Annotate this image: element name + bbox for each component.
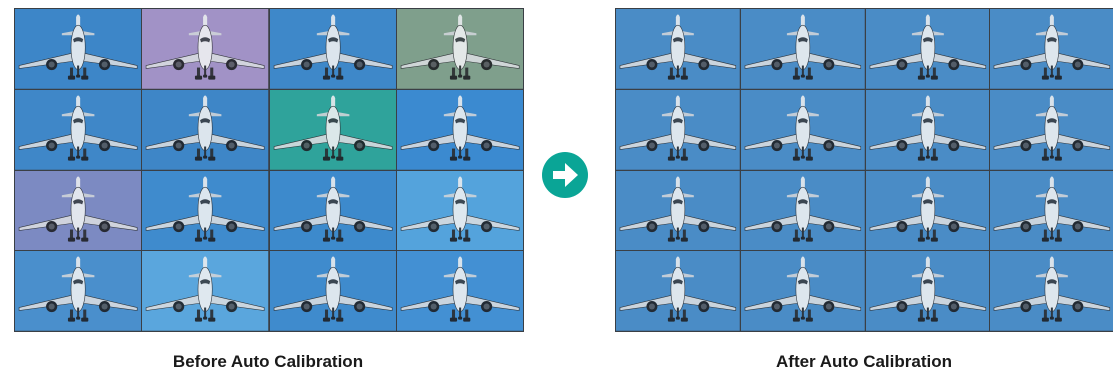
before-wall-tile (269, 9, 396, 89)
after-wall-tile (740, 251, 865, 331)
before-wall-tile (142, 9, 269, 89)
airplane-image (990, 251, 1113, 331)
airplane-image (396, 251, 523, 331)
before-wall-tile (142, 89, 269, 170)
before-video-wall (14, 8, 524, 332)
after-wall-tile (616, 9, 740, 89)
after-wall-tile (865, 9, 990, 89)
airplane-image (15, 170, 142, 251)
after-wall-tile (740, 170, 865, 251)
airplane-image (865, 251, 990, 331)
airplane-image (142, 9, 269, 89)
after-wall-tile (990, 251, 1113, 331)
before-wall-tile (269, 251, 396, 331)
before-caption: Before Auto Calibration (172, 352, 364, 371)
airplane-image (740, 251, 865, 331)
airplane-image (990, 9, 1113, 89)
after-wall-tile (740, 9, 865, 89)
airplane-image (865, 89, 990, 170)
after-wall-tile (740, 89, 865, 170)
airplane-image (396, 170, 523, 251)
after-wall-tile (990, 170, 1113, 251)
after-wall-tile (865, 170, 990, 251)
before-wall-tile (15, 89, 142, 170)
after-wall-tile (990, 9, 1113, 89)
before-wall-tile (142, 170, 269, 251)
before-wall-tile (396, 170, 523, 251)
before-wall-tile (15, 251, 142, 331)
airplane-image (142, 170, 269, 251)
after-wall-tile (616, 170, 740, 251)
airplane-image (616, 170, 740, 251)
after-wall-tile (616, 251, 740, 331)
airplane-image (865, 170, 990, 251)
before-wall-tile (269, 170, 396, 251)
airplane-image (740, 9, 865, 89)
airplane-image (740, 170, 865, 251)
airplane-image (616, 89, 740, 170)
before-wall-tile (15, 9, 142, 89)
after-wall-tile (990, 89, 1113, 170)
airplane-image (15, 251, 142, 331)
airplane-image (269, 170, 396, 251)
airplane-image (142, 89, 269, 170)
after-video-wall (615, 8, 1113, 332)
before-wall-tile (15, 170, 142, 251)
after-wall-tile (865, 89, 990, 170)
before-wall-tile (396, 9, 523, 89)
airplane-image (15, 89, 142, 170)
before-wall-tile (396, 89, 523, 170)
after-wall-tile (616, 89, 740, 170)
after-wall-tile (865, 251, 990, 331)
arrow-right-circle-icon (542, 152, 588, 198)
airplane-image (396, 9, 523, 89)
airplane-image (269, 89, 396, 170)
after-caption: After Auto Calibration (776, 352, 952, 371)
before-wall-tile (142, 251, 269, 331)
airplane-image (990, 89, 1113, 170)
before-wall-tile (269, 89, 396, 170)
airplane-image (142, 251, 269, 331)
airplane-image (990, 170, 1113, 251)
before-wall-tile (396, 251, 523, 331)
airplane-image (396, 89, 523, 170)
airplane-image (269, 251, 396, 331)
airplane-image (865, 9, 990, 89)
airplane-image (15, 9, 142, 89)
airplane-image (269, 9, 396, 89)
airplane-image (616, 251, 740, 331)
airplane-image (740, 89, 865, 170)
airplane-image (616, 9, 740, 89)
